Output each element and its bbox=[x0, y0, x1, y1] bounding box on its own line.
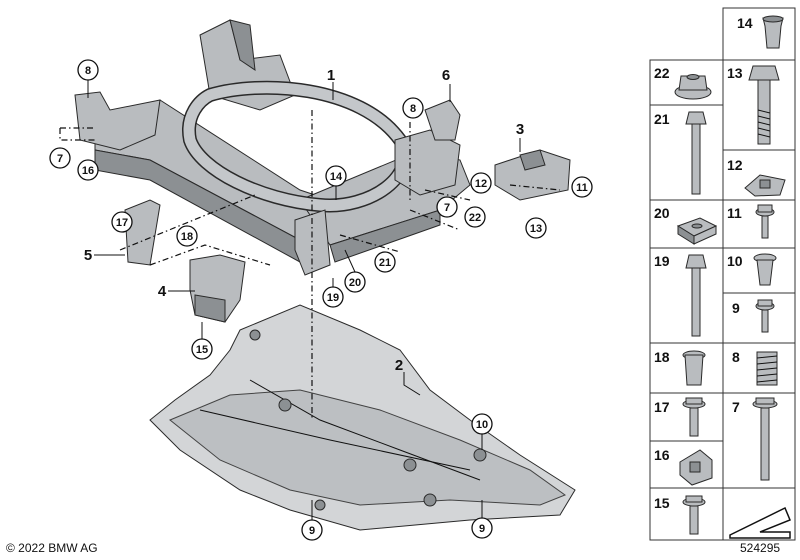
svg-text:16: 16 bbox=[82, 165, 94, 177]
callout-12: 12 bbox=[470, 172, 492, 194]
svg-text:15: 15 bbox=[196, 344, 208, 356]
callout-22: 22 bbox=[464, 206, 486, 228]
square-nut-icon bbox=[676, 217, 718, 245]
callout-7b: 7 bbox=[436, 196, 458, 218]
callout-9b: 9 bbox=[471, 517, 493, 539]
svg-text:10: 10 bbox=[476, 419, 488, 431]
sidebar-num-14: 14 bbox=[737, 15, 753, 31]
sidebar-num-8: 8 bbox=[732, 349, 740, 365]
svg-text:14: 14 bbox=[330, 171, 343, 183]
sidebar-num-22: 22 bbox=[654, 65, 670, 81]
callout-17: 17 bbox=[111, 211, 133, 233]
sidebar-num-11: 11 bbox=[727, 205, 742, 221]
label-5: 5 bbox=[84, 247, 92, 264]
front-subframe bbox=[74, 19, 471, 276]
svg-text:9: 9 bbox=[479, 523, 485, 535]
sidebar-num-12: 12 bbox=[727, 157, 743, 173]
underbody-panel bbox=[149, 304, 576, 531]
sidebar-num-15: 15 bbox=[654, 495, 670, 511]
callout-13: 13 bbox=[525, 217, 547, 239]
dash-leaders bbox=[59, 110, 561, 420]
bracket-6 bbox=[424, 99, 461, 141]
small-screw-icon-9 bbox=[755, 299, 775, 333]
short-bolt-icon-15 bbox=[682, 495, 706, 535]
label-3: 3 bbox=[516, 121, 524, 138]
callout-14: 14 bbox=[325, 165, 347, 187]
sidebar-num-20: 20 bbox=[654, 205, 670, 221]
callout-8a: 8 bbox=[77, 59, 99, 81]
hex-bolt-icon bbox=[748, 65, 780, 145]
sidebar-num-16: 16 bbox=[654, 447, 670, 463]
bracket-5 bbox=[124, 199, 161, 266]
small-screw-icon bbox=[755, 204, 775, 239]
rivet-nut-icon bbox=[762, 15, 784, 49]
label-6: 6 bbox=[442, 67, 450, 84]
sidebar-num-21: 21 bbox=[654, 111, 670, 127]
callout-20: 20 bbox=[344, 271, 366, 293]
svg-text:8: 8 bbox=[85, 65, 91, 77]
callout-9a: 9 bbox=[301, 519, 323, 541]
sidebar-num-10: 10 bbox=[727, 253, 743, 269]
callout-10: 10 bbox=[471, 413, 493, 435]
flange-nut-icon bbox=[674, 74, 712, 100]
svg-text:7: 7 bbox=[57, 153, 63, 165]
sidebar-num-9: 9 bbox=[732, 300, 740, 316]
long-bolt-icon-7 bbox=[752, 397, 778, 481]
long-bolt-icon bbox=[685, 111, 707, 195]
direction-arrow-icon bbox=[729, 506, 791, 539]
callout-16: 16 bbox=[77, 159, 99, 181]
rivet-nut-icon-18 bbox=[682, 350, 706, 386]
expanding-nut-icon bbox=[753, 253, 777, 286]
copyright-text: © 2022 BMW AG bbox=[6, 541, 98, 555]
clip-nut-icon bbox=[679, 449, 713, 486]
label-4: 4 bbox=[158, 283, 167, 300]
spring-nut-icon bbox=[756, 351, 778, 386]
callout-7a: 7 bbox=[49, 147, 71, 169]
svg-text:18: 18 bbox=[181, 231, 193, 243]
sidebar-num-18: 18 bbox=[654, 349, 670, 365]
svg-text:17: 17 bbox=[116, 217, 128, 229]
callout-18: 18 bbox=[176, 225, 198, 247]
svg-text:12: 12 bbox=[475, 178, 487, 190]
sidebar-num-19: 19 bbox=[654, 253, 670, 269]
svg-text:8: 8 bbox=[410, 103, 416, 115]
speed-nut-icon bbox=[744, 174, 786, 197]
sidebar-num-7: 7 bbox=[732, 399, 740, 415]
sidebar-num-13: 13 bbox=[727, 65, 743, 81]
svg-text:21: 21 bbox=[379, 257, 391, 269]
callout-19: 19 bbox=[322, 286, 344, 308]
svg-text:9: 9 bbox=[309, 525, 315, 537]
diagram-number: 524295 bbox=[740, 541, 781, 555]
svg-text:22: 22 bbox=[469, 212, 481, 224]
svg-text:13: 13 bbox=[530, 223, 542, 235]
bracket-4 bbox=[189, 254, 246, 323]
part-labels: 1 2 3 4 5 6 bbox=[84, 67, 524, 374]
callout-8b: 8 bbox=[402, 97, 424, 119]
sidebar-num-17: 17 bbox=[654, 399, 670, 415]
callout-21: 21 bbox=[374, 251, 396, 273]
callouts: 8 7 16 17 18 15 14 20 19 21 22 7 8 12 11… bbox=[49, 59, 593, 541]
short-bolt-icon bbox=[682, 397, 706, 437]
label-1: 1 bbox=[327, 67, 335, 84]
svg-text:19: 19 bbox=[327, 292, 339, 304]
parts-sidebar: 14 22 13 21 12 20 11 19 10 9 18 8 17 7 1… bbox=[649, 7, 796, 541]
long-bolt-icon-19 bbox=[685, 254, 707, 337]
svg-text:11: 11 bbox=[576, 182, 588, 194]
svg-text:7: 7 bbox=[444, 202, 450, 214]
bracket-3 bbox=[494, 149, 571, 201]
label-2: 2 bbox=[395, 357, 403, 374]
callout-15a: 15 bbox=[191, 338, 213, 360]
svg-text:20: 20 bbox=[349, 277, 361, 289]
callout-11: 11 bbox=[571, 176, 593, 198]
